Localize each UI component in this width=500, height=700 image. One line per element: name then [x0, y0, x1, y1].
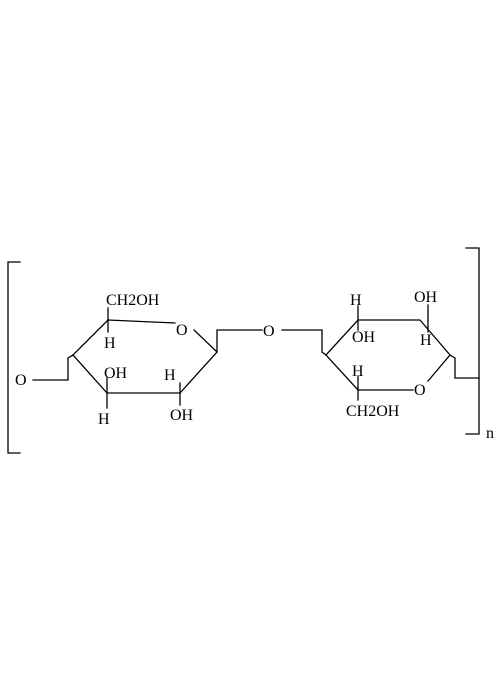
- ring2-oh-top-label: OH: [414, 289, 438, 306]
- ring1-h-right-label: H: [164, 367, 176, 384]
- bridge-bond-right: [281, 329, 327, 356]
- ring2-h-top-label: H: [350, 292, 362, 309]
- left-oxygen-label: O: [15, 372, 27, 389]
- right-linkage-bond: [449, 354, 480, 379]
- ring1-h-upper-label: H: [104, 335, 116, 352]
- ring1-oh-left-label: OH: [104, 365, 128, 382]
- ring1-oxygen-label: O: [176, 322, 188, 339]
- repeat-subscript-n: n: [486, 425, 494, 442]
- ring1-h-lower-label: H: [98, 411, 110, 428]
- ring2-oxygen-label: O: [414, 382, 426, 399]
- left-linkage-bond: [32, 354, 74, 381]
- ring1-oh-lower-label: OH: [170, 407, 194, 424]
- ring2-h-upper-right-label: H: [420, 332, 432, 349]
- ring2-upper-bonds: [325, 319, 451, 382]
- ring2-lower-bonds: [325, 354, 414, 391]
- bridge-oxygen-label: O: [263, 323, 275, 340]
- right-polymer-bracket: [465, 247, 480, 435]
- ring2-oh-upper-label: OH: [352, 329, 376, 346]
- ring1-upper-bonds: [72, 319, 176, 356]
- bridge-bond-left: [216, 329, 263, 353]
- ring2-h-lower-label: H: [352, 363, 364, 380]
- left-polymer-bracket: [7, 261, 21, 454]
- ring1-ch2oh-label: CH2OH: [106, 292, 160, 309]
- ring2-ch2oh-label: CH2OH: [346, 403, 400, 420]
- ring1-lower-bonds: [72, 329, 218, 394]
